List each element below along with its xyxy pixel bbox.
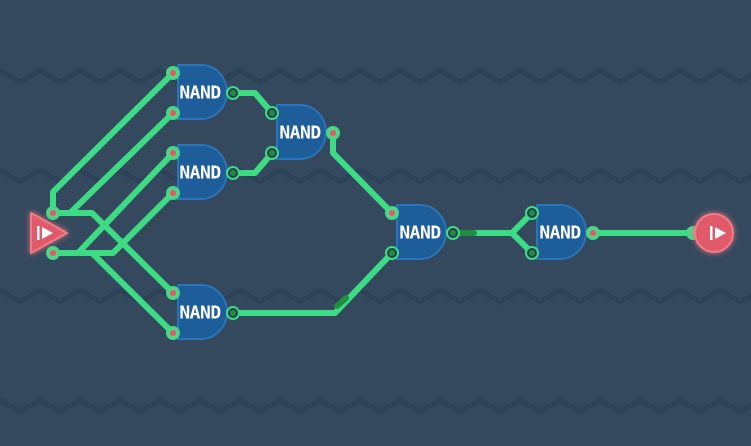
wire-input-a-to-gate5-top[interactable] (50, 210, 176, 296)
nand-gate-3[interactable]: NAND (265, 104, 340, 160)
wire-gate1-to-gate3[interactable] (230, 90, 275, 116)
gate6-label: NAND (539, 223, 581, 244)
nand-gate-5[interactable]: NAND (166, 284, 240, 340)
wire-input-b-to-gate5-bottom[interactable] (50, 250, 176, 336)
wire-input-a-to-gate1-top[interactable] (50, 70, 176, 216)
wire-gate5-to-gate4[interactable] (230, 250, 395, 316)
wire-input-a-to-gate1-bottom[interactable] (67, 110, 176, 216)
circuit-input-node[interactable] (30, 206, 68, 260)
nand-gate-4[interactable]: NAND (385, 204, 460, 260)
wire-dark-segments (334, 230, 477, 309)
wire-input-b-to-gate2-bottom[interactable] (50, 190, 176, 256)
gate1-label: NAND (179, 83, 221, 104)
circuit-output-node[interactable] (686, 213, 734, 253)
wire-input-b-to-gate2-top[interactable] (75, 150, 176, 256)
nand-gate-6[interactable]: NAND (525, 204, 600, 260)
gate2-label: NAND (179, 163, 221, 184)
play-arrow-icon (710, 226, 726, 240)
nand-gate-2[interactable]: NAND (166, 144, 240, 200)
gate5-label: NAND (179, 303, 221, 324)
background-pattern (0, 67, 751, 415)
wire-gate2-to-gate3[interactable] (230, 150, 275, 176)
nand-gate-1[interactable]: NAND (166, 64, 240, 120)
gate4-label: NAND (399, 223, 441, 244)
gate3-label: NAND (279, 123, 321, 144)
